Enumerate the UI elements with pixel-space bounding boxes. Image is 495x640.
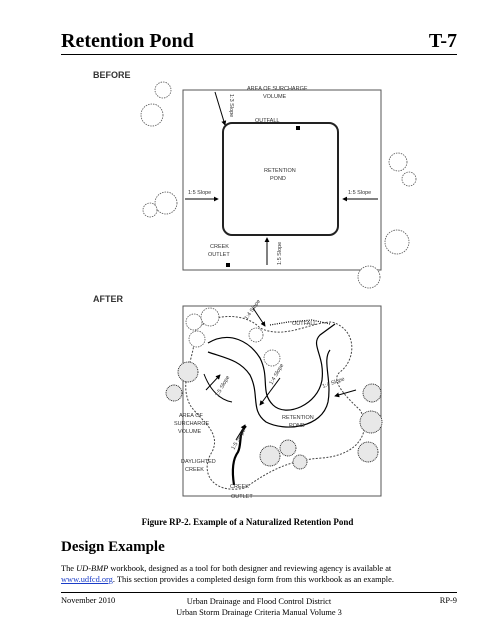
- after-pond-label-2: POND: [289, 423, 305, 429]
- udfcd-link[interactable]: www.udfcd.org: [61, 575, 113, 584]
- after-slope-d: 1:4 Slope: [322, 376, 346, 390]
- before-pond-label-2: POND: [270, 176, 286, 182]
- before-area-label-1: AREA OF SURCHARGE: [247, 86, 308, 92]
- before-pond-outline: [222, 122, 339, 236]
- footer-date: November 2010: [61, 596, 116, 605]
- after-area-label-2: SURCHARGE: [174, 421, 209, 427]
- after-daylighted-label-1: DAYLIGHTED: [181, 459, 216, 465]
- after-pond-label-1: RETENTION: [282, 415, 314, 421]
- ud-bmp-term: UD-BMP: [76, 564, 109, 573]
- figure-caption: Figure RP-2. Example of a Naturalized Re…: [141, 517, 354, 527]
- before-slope-left: 1:5 Slope: [188, 190, 211, 196]
- before-label: BEFORE: [93, 70, 131, 80]
- footer-manual: Urban Storm Drainage Criteria Manual Vol…: [176, 608, 342, 617]
- page-title: Retention Pond: [61, 30, 194, 52]
- section-id: T-7: [428, 30, 457, 52]
- footer-page-number: RP-9: [439, 596, 457, 605]
- after-creek-label: CREEK: [230, 484, 249, 490]
- before-area-label-2: VOLUME: [263, 94, 287, 100]
- after-area-label-3: VOLUME: [178, 429, 202, 435]
- page-header: Retention Pond T-7: [61, 28, 457, 55]
- after-dark-trees: [165, 361, 383, 470]
- after-area-label-1: AREA OF: [179, 413, 203, 419]
- before-slope-right: 1:5 Slope: [348, 190, 371, 196]
- after-daylighted-label-2: CREEK: [185, 467, 204, 473]
- section-heading: Design Example: [61, 539, 165, 555]
- after-site-boundary: [182, 305, 382, 497]
- before-creek-label: CREEK: [210, 244, 229, 250]
- after-outlet-label: OUTLET: [231, 494, 253, 500]
- before-trees: [140, 81, 417, 289]
- before-outfall-marker: [296, 126, 300, 130]
- after-outfall-channel: [269, 319, 331, 326]
- after-pond-edge-inner: [207, 349, 331, 428]
- before-pond-label-1: RETENTION: [264, 168, 296, 174]
- after-light-trees: [185, 307, 281, 367]
- after-label: AFTER: [93, 294, 123, 304]
- before-outfall-label: OUTFALL: [255, 118, 279, 124]
- page-footer: November 2010 Urban Drainage and Flood C…: [61, 592, 457, 625]
- body-paragraph: The UD-BMP workbook, designed as a tool …: [61, 564, 394, 584]
- before-slope-bottom: 1:5 Slope: [277, 242, 283, 265]
- before-site-boundary: [182, 89, 382, 271]
- footer-center: Urban Drainage and Flood Control Distric…: [61, 596, 457, 618]
- after-daylighted-creek: [231, 425, 247, 486]
- before-outlet-label: OUTLET: [208, 252, 230, 258]
- before-slope-top: 1:3 Slope: [228, 94, 234, 117]
- after-surcharge-boundary: [185, 316, 365, 490]
- footer-org: Urban Drainage and Flood Control Distric…: [186, 597, 332, 606]
- after-pond-edge-outer: [207, 323, 336, 411]
- retention-pond-figure: BEFORE 1:3 Slope AREA OF SURCHARGE VOLUM…: [93, 70, 417, 500]
- before-outlet-marker: [226, 263, 230, 267]
- after-outfall-label: OUTFALL: [292, 321, 316, 327]
